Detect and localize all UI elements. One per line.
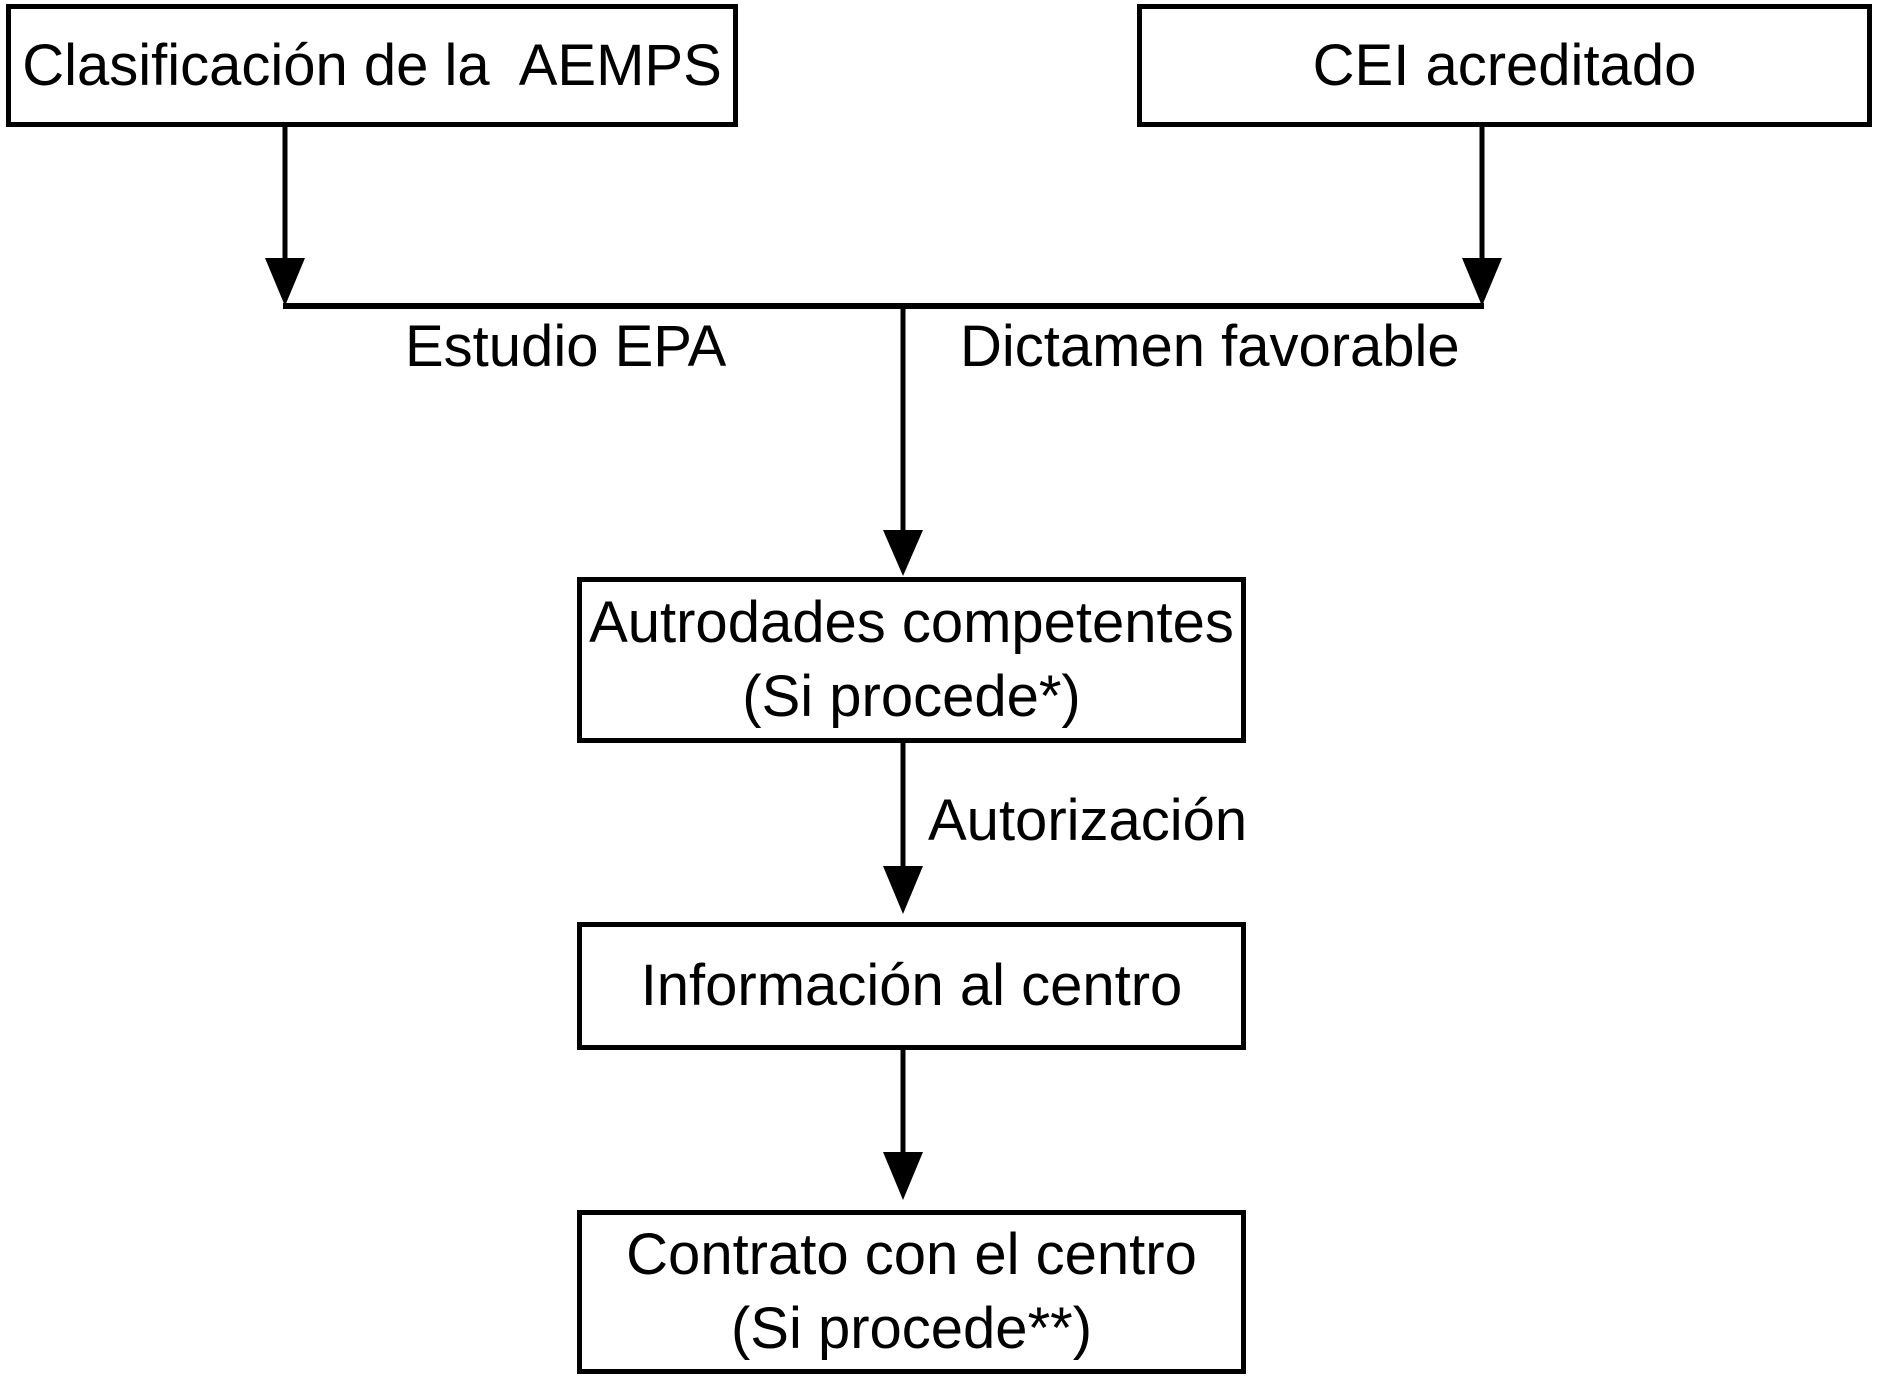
node-contrato-line1: Contrato con el centro (626, 1222, 1197, 1287)
arrowhead-down-icon (265, 258, 305, 306)
node-cei-acreditado-label: CEI acreditado (1312, 32, 1697, 98)
arrowhead-down-icon (883, 530, 923, 576)
arrowhead-down-icon (883, 866, 923, 914)
edge-label-dictamen-favorable: Dictamen favorable (960, 314, 1460, 379)
node-informacion-label: Información al centro (640, 953, 1183, 1018)
arrow-aemps-to-junction (265, 126, 305, 306)
node-autoridades-competentes: Autrodades competentes (Si procede*) (577, 577, 1246, 743)
node-clasificacion-aemps-label: Clasificación de la AEMPS (22, 32, 722, 98)
node-contrato-con-el-centro: Contrato con el centro (Si procede**) (577, 1210, 1246, 1374)
arrow-autoridades-to-informacion (883, 742, 923, 914)
node-cei-acreditado: CEI acreditado (1137, 4, 1872, 127)
node-autoridades-line2: (Si procede*) (742, 664, 1081, 729)
edge-label-autorizacion: Autorización (928, 788, 1248, 853)
arrow-cei-to-junction (1462, 126, 1502, 306)
node-informacion-al-centro: Información al centro (577, 922, 1246, 1050)
arrowhead-down-icon (883, 1152, 923, 1200)
node-clasificacion-aemps: Clasificación de la AEMPS (6, 4, 738, 127)
arrow-informacion-to-contrato (883, 1049, 923, 1200)
arrow-junction-to-autoridades (883, 306, 923, 576)
node-autoridades-line1: Autrodades competentes (589, 590, 1234, 655)
edge-label-estudio-epa: Estudio EPA (405, 314, 727, 379)
arrowhead-down-icon (1462, 258, 1502, 306)
node-contrato-line2: (Si procede**) (730, 1296, 1093, 1361)
